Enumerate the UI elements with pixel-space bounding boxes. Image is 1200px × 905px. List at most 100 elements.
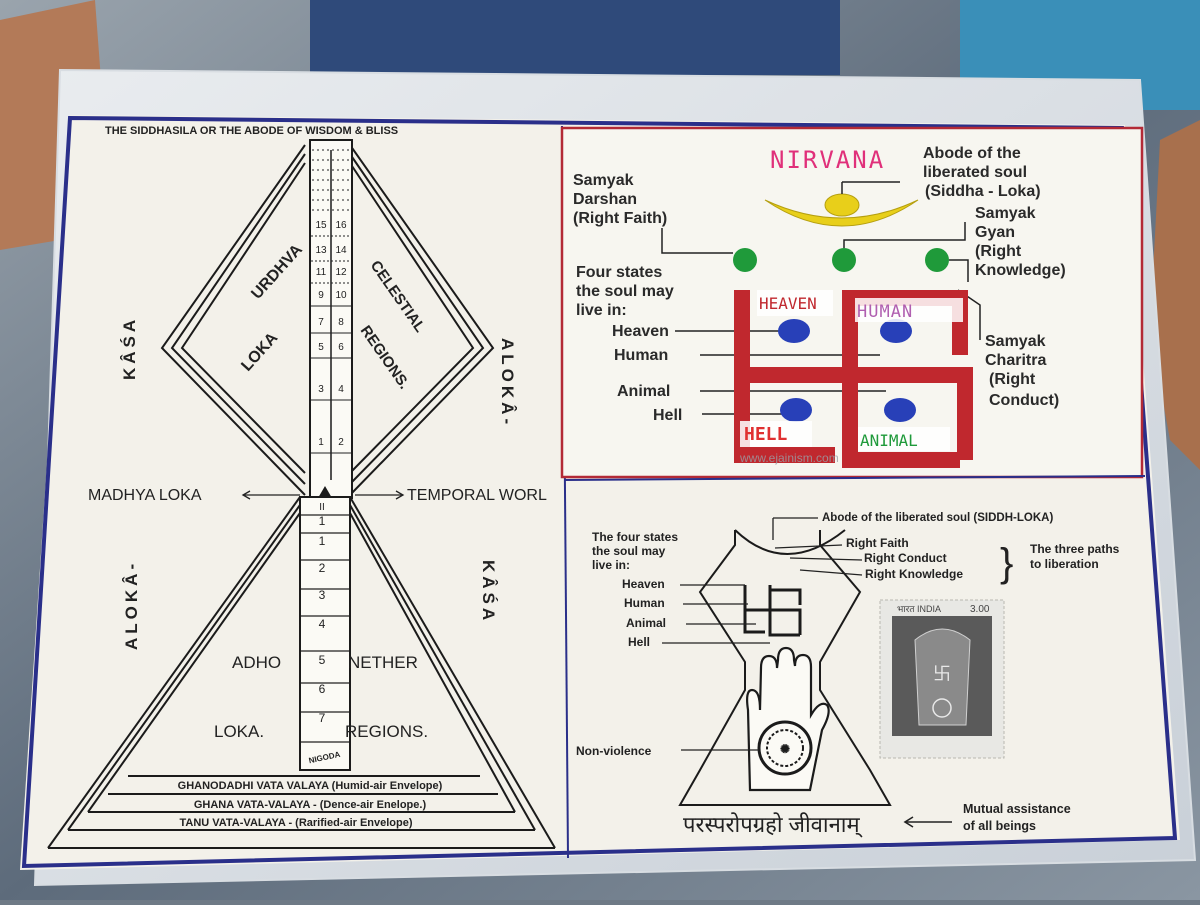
svg-text:Human: Human bbox=[614, 347, 668, 364]
svg-text:Samyak: Samyak bbox=[985, 333, 1046, 350]
green-dot-faith-icon bbox=[733, 248, 757, 272]
kasa-right-label: KÂŚA bbox=[479, 560, 498, 624]
horizontal-divider bbox=[564, 475, 1146, 481]
column-cell-number: 14 bbox=[335, 245, 347, 256]
state-labels: Heaven Human Animal Hell bbox=[612, 323, 682, 424]
svg-text:Gyan: Gyan bbox=[975, 224, 1015, 241]
sanskrit-motto: परस्परोपग्रहो जीवानाम् bbox=[683, 812, 863, 838]
gyan-text: Samyak Gyan (Right Knowledge) bbox=[975, 205, 1066, 279]
svg-text:live in:: live in: bbox=[576, 302, 627, 319]
pointer-lines-2 bbox=[662, 517, 863, 751]
swastika-icon bbox=[734, 290, 973, 468]
four-states-text: Four states the soul may live in: bbox=[576, 264, 674, 319]
lower-triangle bbox=[47, 496, 556, 849]
hw-heaven-label: HEAVEN bbox=[759, 294, 817, 313]
upper-diamond bbox=[160, 144, 495, 496]
madhya-loka-label: MADHYA LOKA bbox=[88, 487, 202, 504]
nether-label: NETHER bbox=[348, 653, 418, 672]
svg-text:Animal: Animal bbox=[617, 383, 670, 400]
svg-text:Hell: Hell bbox=[628, 635, 650, 649]
svg-text:Knowledge): Knowledge) bbox=[975, 262, 1066, 279]
column-cell-number: 1 bbox=[318, 437, 324, 448]
svg-text:Hell: Hell bbox=[653, 407, 682, 424]
siddha-dot-icon bbox=[824, 193, 860, 217]
darshan-text: Samyak Darshan (Right Faith) bbox=[573, 172, 667, 227]
jain-symbol-colour-panel: NIRVANA Abode of the liberated soul (Sid… bbox=[560, 126, 1146, 481]
svg-text:Samyak: Samyak bbox=[573, 172, 634, 189]
band-tanu: TANU VATA-VALAYA - (Rarified-air Envelop… bbox=[179, 817, 412, 829]
green-dot-conduct-icon bbox=[925, 248, 949, 272]
column-cell-number: 9 bbox=[318, 290, 324, 301]
mutual-text: Mutual assistance of all beings bbox=[963, 802, 1071, 833]
central-column bbox=[299, 139, 353, 771]
aloka-right-label: ALOKÂ- bbox=[498, 338, 517, 428]
band-ghanodadhi: GHANODADHI VATA VALAYA (Humid-air Envelo… bbox=[178, 780, 443, 792]
column-lower-number: 7 bbox=[319, 711, 326, 725]
column-lower-number: 2 bbox=[319, 561, 326, 575]
svg-text:Right Conduct: Right Conduct bbox=[864, 551, 947, 565]
path-labels: Right Faith Right Conduct Right Knowledg… bbox=[846, 536, 963, 581]
column-lower-number: II bbox=[319, 502, 325, 513]
svg-text:Darshan: Darshan bbox=[573, 191, 637, 208]
blue-dot-hell-icon bbox=[780, 398, 812, 422]
column-cell-number: 12 bbox=[335, 267, 347, 278]
svg-text:Mutual assistance: Mutual assistance bbox=[963, 802, 1071, 816]
column-cell-number: 4 bbox=[338, 384, 344, 395]
watermark: www.ejainism.com bbox=[739, 451, 839, 465]
band-ghana: GHANA VATA-VALAYA - (Dence-air Enelope.) bbox=[194, 799, 427, 811]
column-lower-number: 4 bbox=[319, 617, 326, 631]
column-cell-number: 13 bbox=[315, 245, 327, 256]
adho-label: ADHO bbox=[232, 653, 281, 672]
blue-dot-human-icon bbox=[880, 319, 912, 343]
nonviolence-label: Non-violence bbox=[576, 744, 652, 758]
india-stamp: 卐 भारत INDIA 3.00 bbox=[879, 599, 1005, 759]
svg-text:Charitra: Charitra bbox=[985, 352, 1046, 369]
lower-regions-label: REGIONS. bbox=[345, 722, 428, 741]
mutual-arrow bbox=[903, 816, 952, 828]
column-cell-number: 7 bbox=[318, 317, 324, 328]
background-shirt bbox=[310, 0, 840, 75]
green-dot-knowledge-icon bbox=[832, 248, 856, 272]
svg-text:Abode of the: Abode of the bbox=[923, 145, 1021, 162]
madhya-arrow bbox=[241, 490, 300, 500]
column-cell-number: 6 bbox=[338, 342, 344, 353]
state-labels-2: Heaven Human Animal Hell bbox=[622, 577, 666, 649]
hw-human-label: HUMAN bbox=[857, 302, 913, 322]
svg-text:Heaven: Heaven bbox=[622, 577, 665, 591]
blue-dot-heaven-icon bbox=[778, 319, 810, 343]
svg-text:the soul may: the soul may bbox=[592, 544, 666, 558]
temporal-arrow bbox=[355, 490, 405, 500]
column-lower-number: 6 bbox=[319, 682, 326, 696]
charitra-text: Samyak Charitra (Right Conduct) bbox=[985, 333, 1059, 409]
hw-animal-label: ANIMAL bbox=[860, 431, 918, 450]
wheel-ahimsa-glyph: ✺ bbox=[780, 742, 790, 756]
aloka-left-label: ALOKÂ- bbox=[122, 560, 141, 650]
right-hand bbox=[1150, 120, 1200, 470]
crescent-icon bbox=[764, 199, 919, 227]
svg-text:Right Faith: Right Faith bbox=[846, 536, 909, 550]
svg-text:live in:: live in: bbox=[592, 558, 630, 572]
kasa-left-label: KÂŚA bbox=[120, 316, 139, 380]
svg-text:Samyak: Samyak bbox=[975, 205, 1036, 222]
column-lower-number: 1 bbox=[319, 514, 326, 528]
outer-border bbox=[21, 115, 1178, 869]
three-paths-text: The three paths to liberation bbox=[1030, 542, 1120, 571]
column-lower-number: 3 bbox=[319, 588, 326, 602]
temporal-world-label: TEMPORAL WORL bbox=[407, 487, 547, 504]
svg-text:Conduct): Conduct) bbox=[989, 392, 1059, 409]
column-cell-number: 2 bbox=[338, 437, 344, 448]
svg-text:to liberation: to liberation bbox=[1030, 557, 1099, 571]
svg-text:(Right: (Right bbox=[975, 243, 1022, 260]
svg-text:The four states: The four states bbox=[592, 530, 678, 544]
column-cell-number: 5 bbox=[318, 342, 324, 353]
column-cell-number: 11 bbox=[316, 267, 327, 278]
column-cell-number: 8 bbox=[338, 317, 344, 328]
svg-text:Four states: Four states bbox=[576, 264, 662, 281]
stamp-value: 3.00 bbox=[970, 604, 990, 615]
svg-text:(Siddha - Loka): (Siddha - Loka) bbox=[925, 183, 1041, 200]
siddh-loka-label: Abode of the liberated soul (SIDDH-LOKA) bbox=[822, 512, 1053, 524]
